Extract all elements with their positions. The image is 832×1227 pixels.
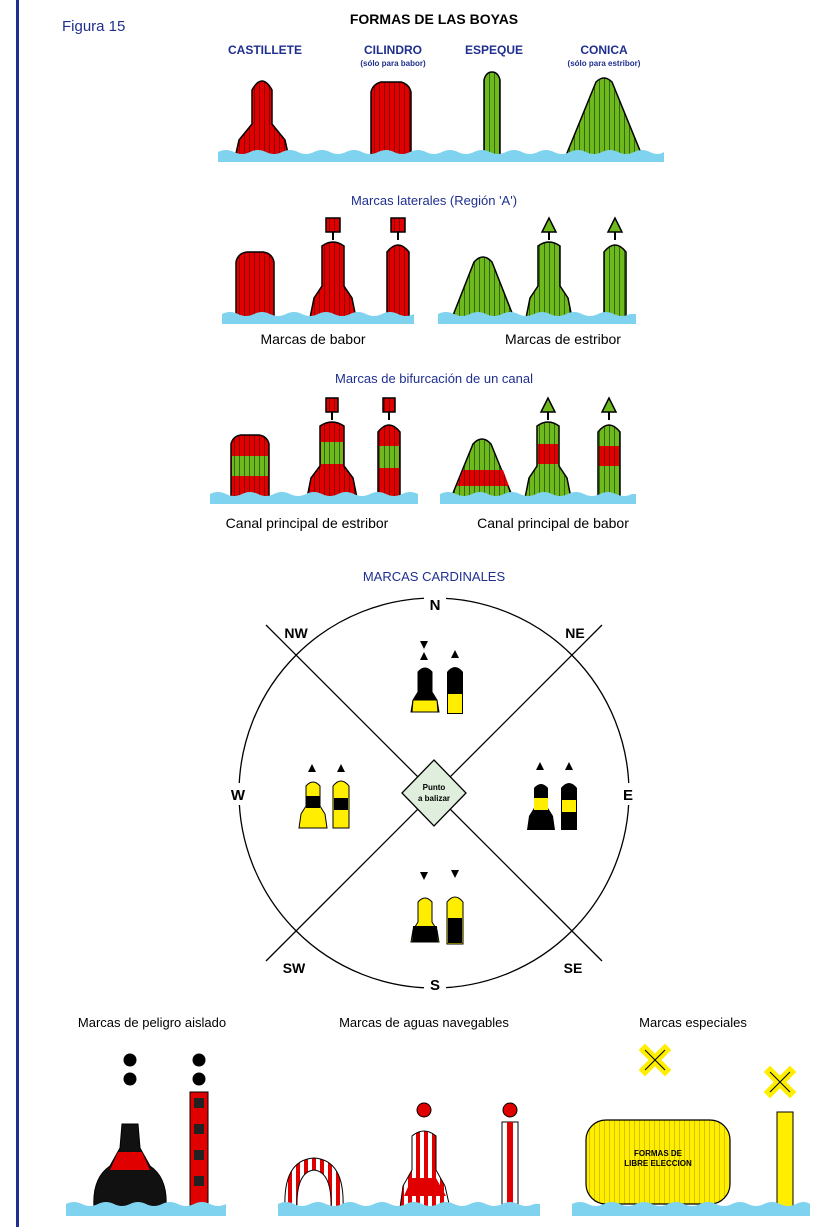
water-row-2b: [438, 312, 636, 324]
label-espeque: ESPEQUE: [465, 43, 523, 57]
figure-label: Figura 15: [62, 18, 126, 35]
isolated-danger-caption: Marcas de peligro aislado: [78, 1015, 226, 1030]
water-row-2: [222, 312, 414, 324]
center-point-marker: Punto a balizar: [401, 759, 467, 827]
bif-babor-caption: Canal principal de babor: [477, 515, 629, 531]
compass-e: E: [623, 787, 633, 804]
water-row-5b: [278, 1202, 540, 1216]
label-conica: CONICA: [580, 43, 628, 57]
compass-sw: SW: [283, 960, 306, 976]
bifurcation-estribor-pillar: [306, 397, 358, 499]
left-margin-rule: [16, 0, 19, 1227]
south-cardinal-buoys: [410, 870, 464, 945]
special-marks-caption: Marcas especiales: [639, 1015, 747, 1030]
babor-cylinder-buoy: [235, 251, 275, 319]
compass-w: W: [231, 787, 246, 804]
compass-nw: NW: [284, 625, 308, 641]
east-cardinal-buoys: [527, 762, 577, 830]
bif-estribor-caption: Canal principal de estribor: [226, 515, 389, 531]
cardinal-title: MARCAS CARDINALES: [363, 569, 506, 584]
compass-ne: NE: [565, 625, 584, 641]
compass-n: N: [430, 597, 441, 614]
estribor-pillar-buoy: [525, 216, 573, 319]
conica-buoy: [563, 77, 645, 159]
bifurcation-babor-spar: [597, 396, 621, 499]
sublabel-estribor: (sólo para estribor): [568, 59, 641, 68]
label-cilindro: CILINDRO: [364, 43, 422, 57]
special-box-line-1: FORMAS DE: [634, 1149, 683, 1158]
compass-se: SE: [564, 960, 583, 976]
babor-caption: Marcas de babor: [260, 331, 365, 347]
special-box-line-2: LIBRE ELECCION: [624, 1159, 692, 1168]
bifurcation-estribor-cylinder: [230, 434, 270, 499]
water-row-3b: [440, 492, 636, 504]
shapes-title: FORMAS DE LAS BOYAS: [350, 11, 518, 27]
center-label-2: a balizar: [418, 794, 450, 803]
label-castillete: CASTILLETE: [228, 43, 302, 57]
bifurcation-babor-pillar: [524, 396, 572, 499]
estribor-caption: Marcas de estribor: [505, 331, 621, 347]
babor-pillar-buoy: [309, 217, 357, 319]
west-cardinal-buoys: [298, 764, 350, 829]
bifurcation-title: Marcas de bifurcación de un canal: [335, 371, 533, 386]
bifurcation-estribor-spar: [377, 397, 401, 499]
cilindro-buoy: [370, 81, 412, 159]
estribor-spar-buoy: [603, 216, 627, 319]
compass-s: S: [430, 977, 440, 994]
water-row-3: [210, 492, 418, 504]
center-label-1: Punto: [423, 783, 446, 792]
castillete-buoy: [234, 80, 290, 159]
special-marks-buoys: FORMAS DE LIBRE ELECCION: [585, 1043, 797, 1209]
north-cardinal-buoys: [410, 641, 463, 714]
isolated-danger-buoys: [93, 1053, 209, 1209]
estribor-cone-buoy: [450, 256, 516, 319]
sublabel-babor: (sólo para babor): [360, 59, 426, 68]
water-row-5: [66, 1202, 226, 1216]
bifurcation-babor-cone: [449, 438, 515, 499]
babor-spar-buoy: [386, 217, 410, 319]
espeque-buoy: [483, 71, 501, 159]
safe-water-buoys: [284, 1102, 519, 1209]
water-row-1: [218, 150, 664, 162]
water-row-5c: [572, 1202, 810, 1216]
lateral-title: Marcas laterales (Región 'A'): [351, 193, 517, 208]
safe-water-caption: Marcas de aguas navegables: [339, 1015, 509, 1030]
